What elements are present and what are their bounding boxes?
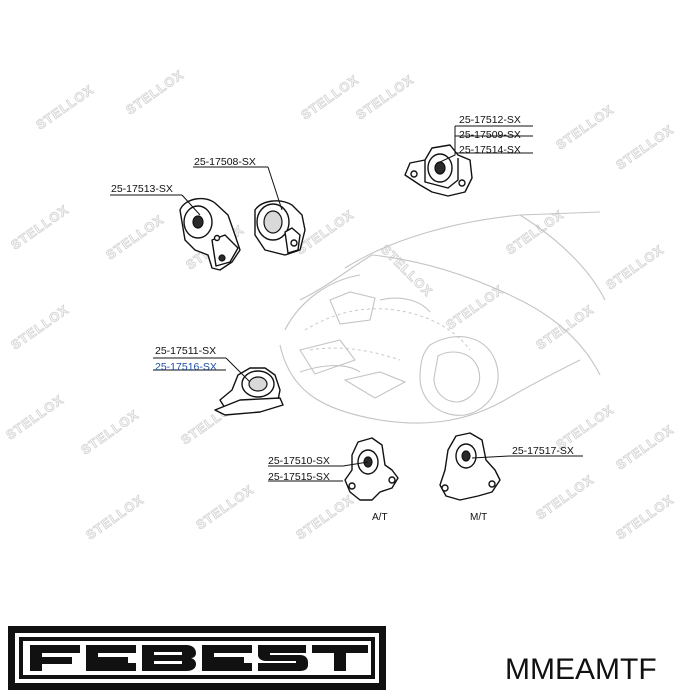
watermark-pattern: STELLOX STELLOX STELLOX STELLOX STELLOX … — [3, 66, 677, 543]
watermark-text: STELLOX — [33, 82, 96, 133]
part-number-label: 25-17515-SX — [268, 471, 330, 483]
watermark-text: STELLOX — [193, 482, 256, 533]
part-number-label: 25-17510-SX — [268, 455, 330, 467]
brand-logo — [8, 626, 386, 690]
transmission-label-at: A/T — [372, 512, 388, 523]
transmission-label-mt: M/T — [470, 512, 487, 523]
watermark-text: STELLOX — [293, 492, 356, 543]
mount-middle-left — [214, 367, 284, 416]
watermark-text: STELLOX — [123, 67, 186, 118]
part-number-label: 25-17508-SX — [194, 156, 256, 168]
watermark-text: STELLOX — [613, 422, 676, 473]
part-number-label-highlighted: 25-17516-SX — [155, 361, 217, 373]
mount-upper-right — [404, 144, 473, 197]
watermark-text: STELLOX — [78, 407, 141, 458]
watermark-text: STELLOX — [378, 242, 436, 300]
footer: MMEAMTF — [8, 626, 657, 690]
model-code: MMEAMTF — [505, 653, 657, 686]
watermark-text: STELLOX — [613, 492, 676, 543]
watermark-text: STELLOX — [613, 122, 676, 173]
watermark-text: STELLOX — [3, 392, 66, 443]
part-labels: 25-17512-SX 25-17509-SX 25-17514-SX 25-1… — [111, 114, 574, 523]
watermark-text: STELLOX — [103, 212, 166, 263]
watermark-text: STELLOX — [298, 72, 361, 123]
part-number-label: 25-17512-SX — [459, 114, 521, 126]
watermark-text: STELLOX — [603, 242, 666, 293]
mount-upper-center — [254, 200, 306, 256]
mount-lower-mt — [439, 432, 501, 501]
leader-lines — [110, 125, 583, 482]
mount-upper-left — [179, 197, 241, 271]
part-number-label: 25-17517-SX — [512, 445, 574, 457]
watermark-text: STELLOX — [353, 72, 416, 123]
mount-lower-at — [344, 437, 399, 501]
car-outline — [279, 211, 606, 424]
watermark-text: STELLOX — [83, 492, 146, 543]
watermark-text: STELLOX — [533, 472, 596, 523]
part-number-label: 25-17511-SX — [155, 345, 216, 357]
part-number-label: 25-17513-SX — [111, 183, 173, 195]
part-number-label: 25-17514-SX — [459, 144, 521, 156]
watermark-text: STELLOX — [533, 302, 596, 353]
part-number-label: 25-17509-SX — [459, 129, 521, 141]
watermark-text: STELLOX — [8, 302, 71, 353]
watermark-text: STELLOX — [553, 102, 616, 153]
brand-letters — [30, 645, 368, 671]
watermark-text: STELLOX — [8, 202, 71, 253]
